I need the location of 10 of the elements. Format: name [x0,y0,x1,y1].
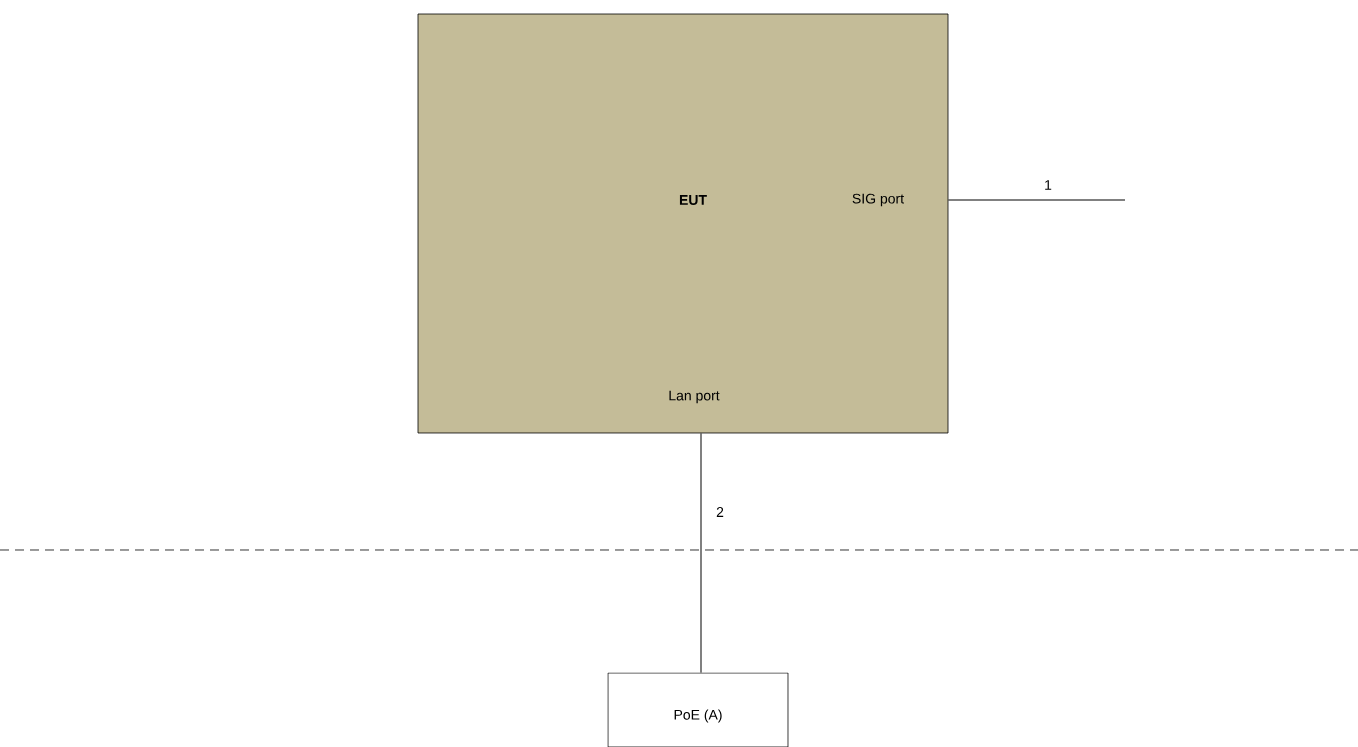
edge-label: 1 [1043,179,1053,191]
port-label: SIG port [852,193,904,207]
connector-line [947,199,1126,201]
poe-box [607,672,789,747]
eut-box [417,13,949,434]
port-label: PoE (A) [674,709,722,723]
connector-line [700,432,702,674]
port-label: Lan port [669,390,720,404]
edge-label: 2 [715,506,725,518]
box-title: EUT [679,195,707,205]
